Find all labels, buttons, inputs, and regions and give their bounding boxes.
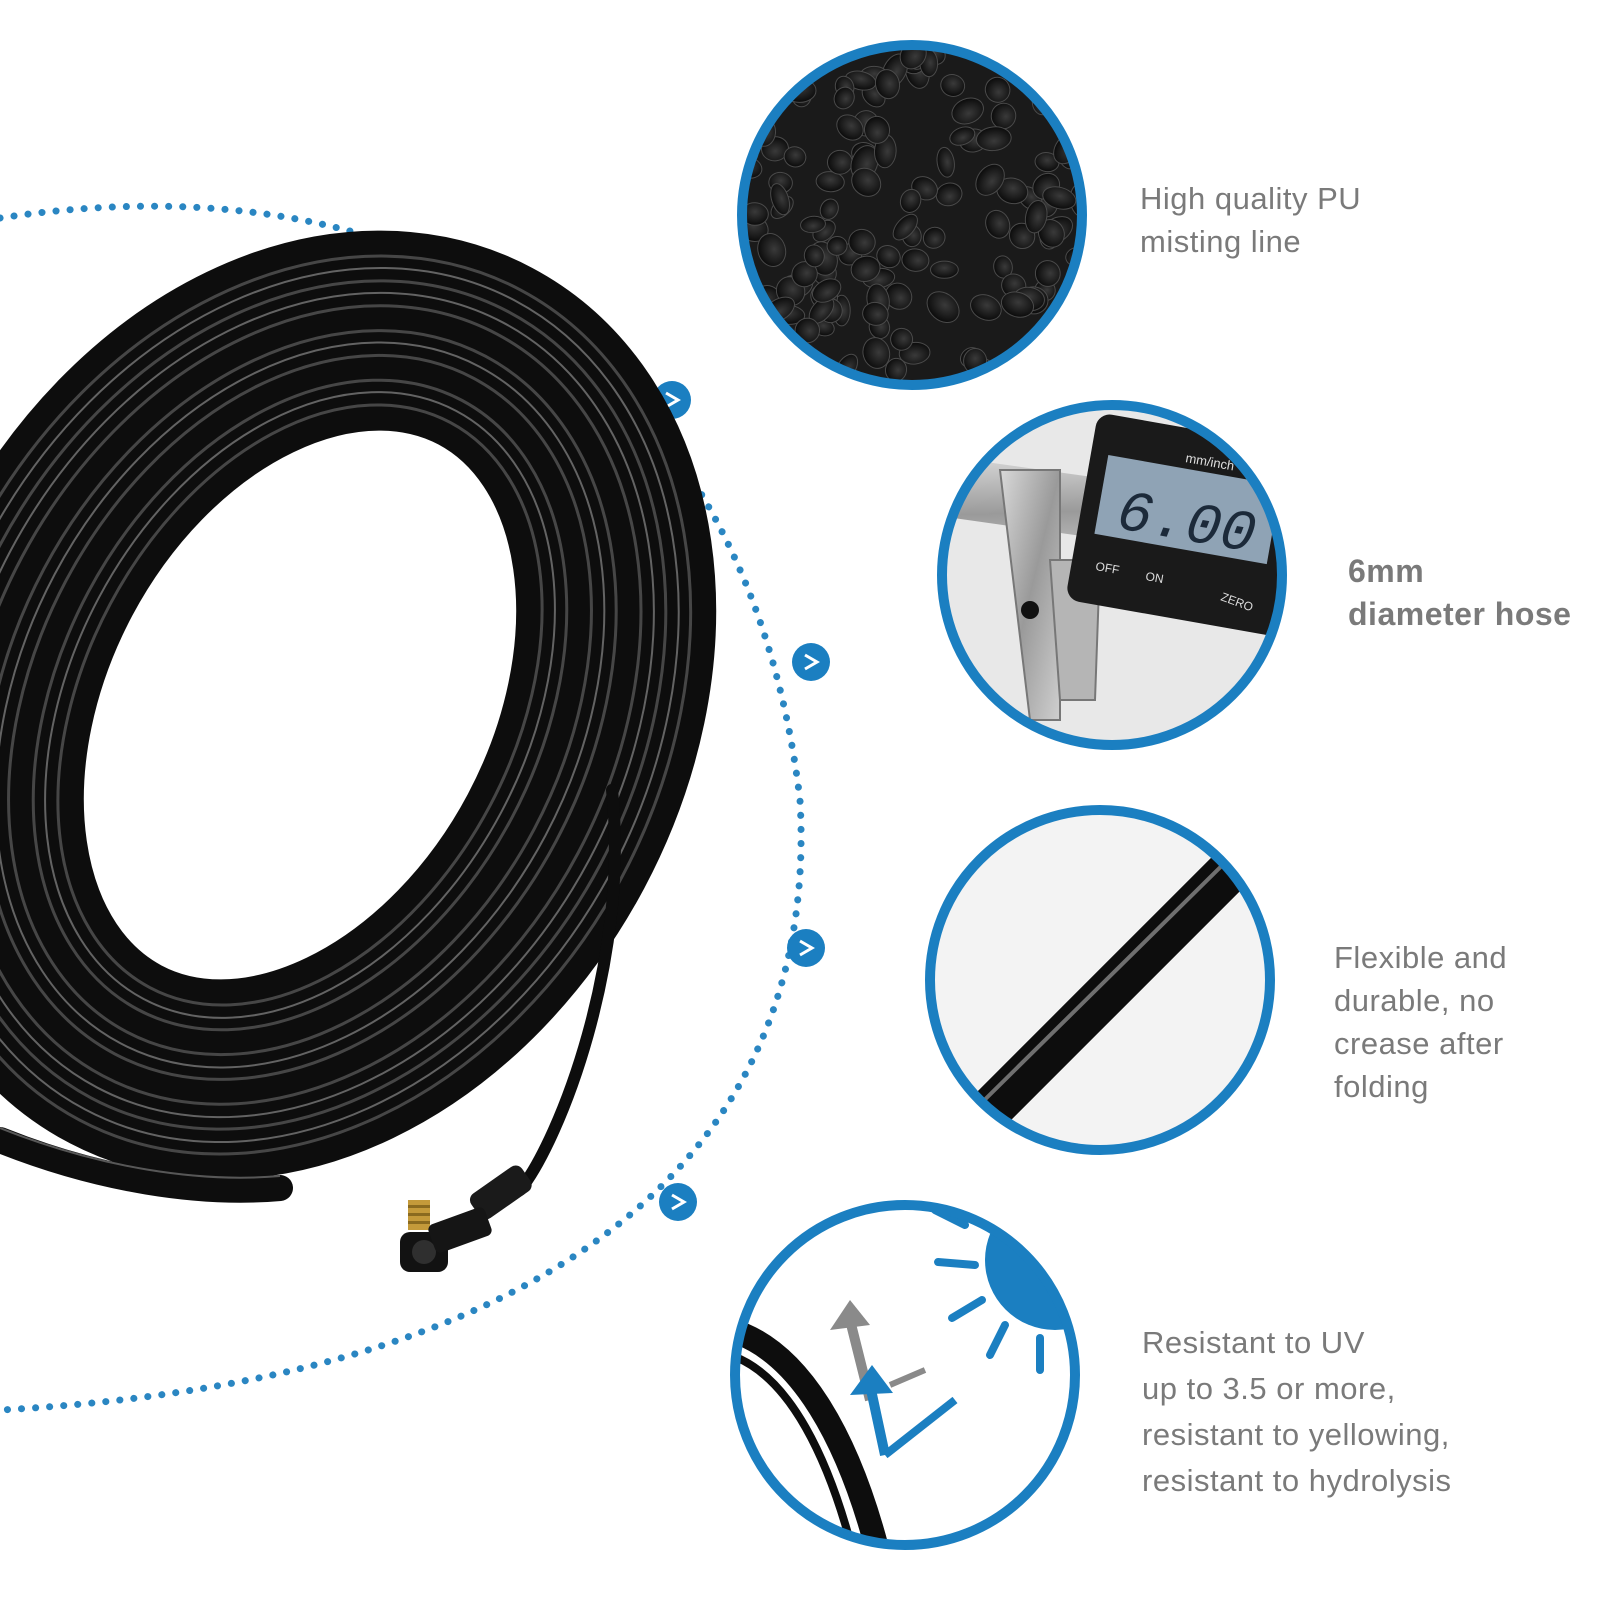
chevron-icon bbox=[804, 653, 820, 671]
pellet bbox=[1042, 186, 1077, 210]
pellet bbox=[985, 209, 1011, 239]
pellet bbox=[757, 233, 787, 267]
pellet bbox=[890, 327, 914, 351]
pellet bbox=[1034, 152, 1060, 173]
feature-text-pu-line: High quality PU misting line bbox=[1140, 181, 1362, 259]
pellet bbox=[770, 183, 791, 216]
pellet bbox=[811, 278, 842, 303]
pellet bbox=[935, 182, 963, 207]
uv-arrow-icon bbox=[850, 1365, 958, 1459]
pellet bbox=[826, 235, 848, 256]
feature-text-uv-resistance: Resistant to UV up to 3.5 or more, resis… bbox=[1142, 1325, 1452, 1498]
pellet bbox=[762, 47, 789, 75]
pellet bbox=[833, 86, 855, 110]
chevron-icon bbox=[671, 1193, 687, 1211]
pellet bbox=[892, 213, 918, 241]
pellet bbox=[922, 226, 946, 249]
pellet bbox=[975, 163, 1005, 196]
pellet bbox=[975, 126, 1012, 152]
pellet bbox=[791, 261, 818, 288]
pellet bbox=[1074, 45, 1082, 61]
caliper-off-label: OFF bbox=[1094, 559, 1120, 577]
caliper-on-label: ON bbox=[1144, 569, 1164, 586]
pellet bbox=[783, 362, 806, 385]
pellet bbox=[848, 228, 876, 256]
coiled-hose-image bbox=[0, 230, 717, 1272]
pellet bbox=[899, 188, 922, 213]
chevron-icon bbox=[799, 939, 815, 957]
pellet bbox=[1024, 200, 1048, 234]
feature-text-flexible: Flexible and durable, no crease after fo… bbox=[1334, 940, 1508, 1104]
pellet bbox=[984, 76, 1011, 103]
pellet bbox=[850, 255, 881, 282]
sun-icon bbox=[985, 1205, 1075, 1330]
pellet bbox=[1034, 260, 1061, 287]
pellet bbox=[970, 294, 1002, 321]
pellet bbox=[874, 69, 901, 100]
chevron-icon bbox=[665, 391, 681, 409]
pellet bbox=[951, 97, 984, 125]
pellet bbox=[940, 74, 966, 97]
pellet bbox=[819, 198, 839, 220]
pellets-image bbox=[737, 40, 1087, 390]
sun-uv-image bbox=[730, 1200, 1080, 1550]
pellet bbox=[876, 245, 901, 269]
pellet bbox=[926, 291, 960, 323]
pellet bbox=[742, 202, 769, 226]
pellet bbox=[803, 244, 825, 268]
pellet bbox=[1001, 370, 1025, 385]
arc-marker-2 bbox=[792, 643, 830, 681]
tee-connector-image bbox=[400, 1165, 532, 1272]
pellet bbox=[783, 146, 807, 168]
pellet bbox=[949, 126, 976, 146]
pellet bbox=[862, 301, 889, 326]
dotted-arc-path bbox=[0, 202, 805, 1414]
pellet bbox=[1066, 45, 1082, 60]
hose-closeup-image bbox=[925, 805, 1275, 1155]
pellet bbox=[791, 45, 811, 61]
pellet bbox=[936, 146, 955, 178]
pellet bbox=[862, 337, 891, 369]
pellet bbox=[863, 115, 891, 144]
arc-marker-3 bbox=[787, 929, 825, 967]
pellet bbox=[1000, 291, 1035, 318]
pellet bbox=[827, 149, 853, 175]
pellet bbox=[851, 167, 882, 197]
pellet bbox=[1053, 65, 1079, 86]
pellet bbox=[815, 171, 845, 193]
pellet bbox=[930, 260, 959, 279]
feature-text-diameter: 6mm diameter hose bbox=[1348, 553, 1572, 632]
pellet bbox=[800, 215, 826, 234]
pellet bbox=[742, 76, 763, 102]
pellet bbox=[761, 57, 786, 79]
arc-marker-4 bbox=[659, 1183, 697, 1221]
pellet bbox=[901, 248, 930, 272]
pellet bbox=[1060, 343, 1082, 377]
pellet bbox=[884, 282, 913, 310]
caliper-image: 6.00 mm/inch OFF ON ZERO bbox=[937, 400, 1287, 750]
pellet bbox=[836, 114, 864, 141]
